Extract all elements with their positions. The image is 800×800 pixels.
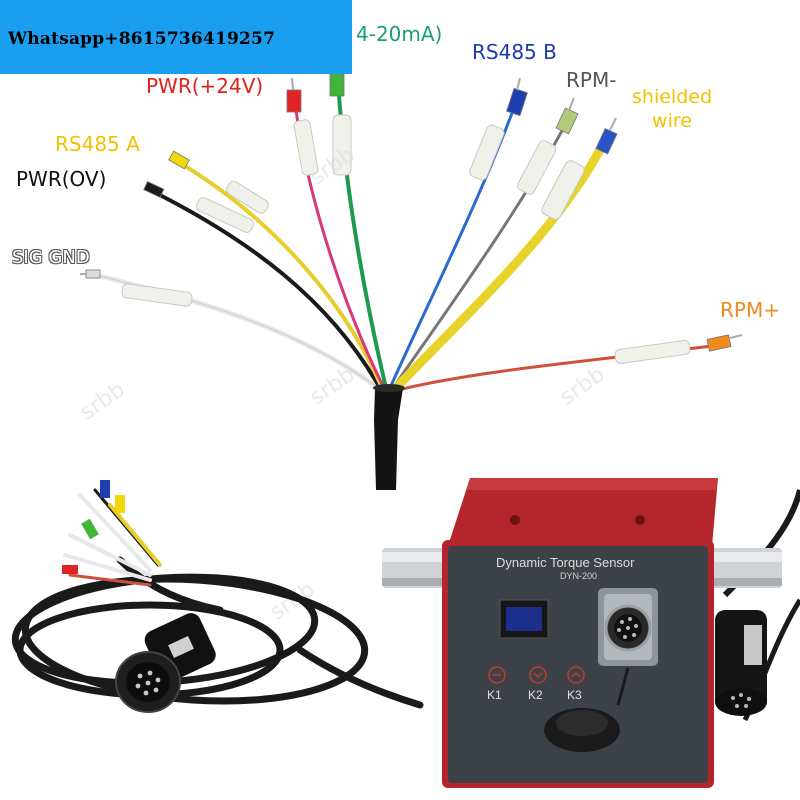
wire-yellow-rs485-a — [173, 158, 384, 390]
label-rs485-b: RS485 B — [472, 40, 557, 64]
key-label-k1: K1 — [487, 688, 502, 702]
wire-shield — [391, 135, 610, 393]
label-analog-out: 4-20mA) — [356, 22, 443, 46]
coil-connector — [115, 613, 216, 713]
sensor-device — [382, 478, 800, 788]
label-shielded-wire: shielded wire — [622, 86, 722, 134]
coil-leads — [62, 480, 162, 587]
key-icons — [488, 666, 585, 684]
label-shielded-line2: wire — [652, 109, 692, 132]
key-label-k3: K3 — [567, 688, 582, 702]
ferrules — [80, 57, 743, 352]
coiled-cable — [11, 556, 424, 709]
sensor-model: DYN-200 — [560, 571, 598, 581]
sensor-title: Dynamic Torque Sensor — [496, 555, 635, 570]
banner-text: Whatsapp+8615736419257 — [8, 29, 276, 49]
svg-text:srbb: srbb — [76, 377, 130, 425]
svg-text:srbb: srbb — [556, 362, 610, 410]
label-pwr-24v: PWR(+24V) — [146, 74, 264, 98]
wire-black-pwr-0v — [148, 188, 382, 390]
label-shielded-line1: shielded — [632, 86, 712, 108]
label-pwr-0v: PWR(OV) — [16, 167, 107, 191]
key-label-k2: K2 — [528, 688, 543, 702]
label-rs485-a: RS485 A — [55, 132, 140, 156]
contact-banner: Whatsapp+8615736419257 — [0, 0, 352, 74]
label-rpm-plus: RPM+ — [720, 298, 780, 322]
heat-shrink-sleeves — [121, 114, 691, 364]
cable-trunk — [373, 384, 405, 490]
label-rpm-minus: RPM- — [566, 68, 617, 92]
label-sig-gnd: SIG GND — [12, 247, 90, 268]
